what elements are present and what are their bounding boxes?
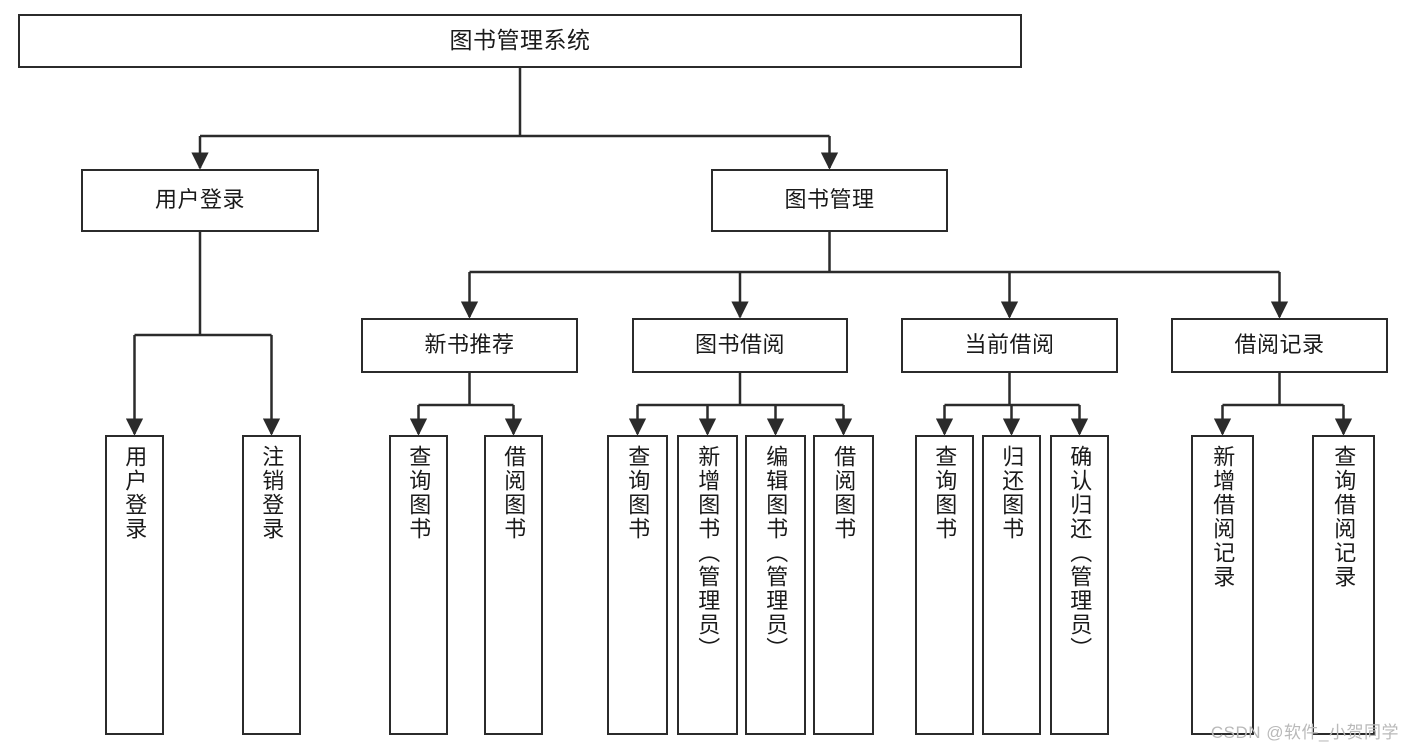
node-leaf-query-record[interactable]: 查询借阅记录 — [1312, 435, 1375, 735]
node-leaf-edit-book[interactable]: 编辑图书（管理员） — [745, 435, 806, 735]
node-label: 图书管理 — [784, 187, 875, 213]
node-label: 查询图书 — [406, 445, 432, 541]
node-book-mgmt[interactable]: 图书管理 — [711, 169, 948, 232]
node-root[interactable]: 图书管理系统 — [18, 14, 1022, 68]
node-label: 用户登录 — [154, 187, 245, 213]
node-label: 查询图书 — [932, 445, 958, 541]
node-label: 查询借阅记录 — [1331, 445, 1357, 589]
node-label: 用户登录 — [122, 445, 148, 541]
node-current-borrow[interactable]: 当前借阅 — [901, 318, 1118, 373]
node-label: 新增图书（管理员） — [695, 445, 721, 661]
node-leaf-add-book[interactable]: 新增图书（管理员） — [677, 435, 738, 735]
node-label: 借阅图书 — [831, 445, 857, 541]
node-borrow-record[interactable]: 借阅记录 — [1171, 318, 1388, 373]
node-user-login[interactable]: 用户登录 — [81, 169, 319, 232]
node-label: 注销登录 — [259, 445, 285, 541]
node-leaf-user-login[interactable]: 用户登录 — [105, 435, 164, 735]
node-label: 编辑图书（管理员） — [763, 445, 789, 661]
node-label: 新增借阅记录 — [1210, 445, 1236, 589]
node-leaf-query-book-1[interactable]: 查询图书 — [389, 435, 448, 735]
node-label: 确认归还（管理员） — [1067, 445, 1093, 661]
node-new-book-rec[interactable]: 新书推荐 — [361, 318, 578, 373]
node-label: 查询图书 — [625, 445, 651, 541]
node-label: 借阅记录 — [1234, 332, 1325, 358]
node-leaf-confirm-return[interactable]: 确认归还（管理员） — [1050, 435, 1109, 735]
node-label: 图书借阅 — [694, 332, 785, 358]
node-leaf-borrow-book-1[interactable]: 借阅图书 — [484, 435, 543, 735]
node-leaf-return-book[interactable]: 归还图书 — [982, 435, 1041, 735]
node-label: 新书推荐 — [424, 332, 515, 358]
node-leaf-query-book-2[interactable]: 查询图书 — [607, 435, 668, 735]
node-label: 借阅图书 — [501, 445, 527, 541]
node-label: 图书管理系统 — [449, 27, 591, 54]
node-label: 当前借阅 — [964, 332, 1055, 358]
node-leaf-user-logout[interactable]: 注销登录 — [242, 435, 301, 735]
node-book-borrow[interactable]: 图书借阅 — [632, 318, 848, 373]
node-leaf-add-record[interactable]: 新增借阅记录 — [1191, 435, 1254, 735]
node-leaf-query-book-3[interactable]: 查询图书 — [915, 435, 974, 735]
node-leaf-borrow-book-2[interactable]: 借阅图书 — [813, 435, 874, 735]
node-label: 归还图书 — [999, 445, 1025, 541]
